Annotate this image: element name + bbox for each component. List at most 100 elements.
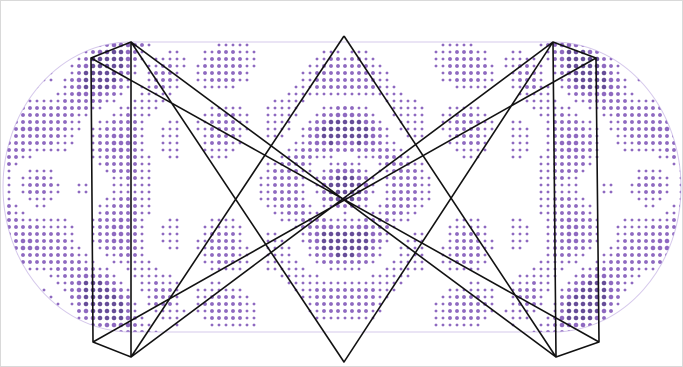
- pattern-dot: [616, 274, 620, 278]
- pattern-dot: [112, 246, 116, 250]
- pattern-dot: [36, 331, 39, 334]
- pattern-dot: [140, 43, 144, 47]
- pattern-dot: [421, 191, 424, 194]
- pattern-dot: [119, 78, 123, 82]
- pattern-dot: [624, 233, 627, 236]
- pattern-dot: [477, 226, 480, 229]
- pattern-dot: [133, 134, 137, 138]
- pattern-dot: [148, 156, 151, 159]
- pattern-dot: [665, 134, 669, 138]
- pattern-dot: [560, 120, 564, 124]
- pattern-dot: [350, 239, 355, 244]
- pattern-dot: [350, 120, 355, 125]
- pattern-dot: [483, 71, 487, 75]
- pattern-dot: [141, 226, 144, 229]
- pattern-dot: [64, 149, 67, 152]
- pattern-dot: [602, 288, 607, 293]
- pattern-dot: [631, 226, 634, 229]
- pattern-dot: [519, 240, 522, 243]
- pattern-dot: [379, 212, 382, 215]
- pattern-dot: [323, 317, 326, 320]
- pattern-dot: [644, 239, 648, 243]
- pattern-dot: [322, 288, 326, 292]
- pattern-dot: [50, 198, 53, 201]
- pattern-dot: [357, 309, 361, 313]
- pattern-dot: [568, 282, 571, 285]
- pattern-dot: [119, 309, 124, 314]
- pattern-dot: [84, 316, 88, 320]
- pattern-dot: [616, 99, 620, 103]
- pattern-dot: [357, 120, 362, 125]
- pattern-dot: [323, 156, 326, 159]
- pattern-dot: [679, 232, 683, 236]
- pattern-dot: [609, 288, 614, 293]
- pattern-dot: [28, 225, 32, 229]
- pattern-dot: [560, 246, 564, 250]
- pattern-dot: [126, 225, 130, 229]
- pattern-dot: [344, 93, 347, 96]
- pattern-dot: [316, 310, 319, 313]
- pattern-dot: [589, 212, 592, 215]
- pattern-dot: [351, 93, 354, 96]
- pattern-dot: [280, 176, 284, 180]
- pattern-dot: [393, 289, 396, 292]
- pattern-dot: [176, 282, 179, 285]
- pattern-dot: [644, 71, 648, 75]
- pattern-dot: [644, 50, 648, 54]
- pattern-dot: [491, 128, 494, 131]
- pattern-dot: [42, 260, 46, 264]
- pattern-dot: [609, 309, 613, 313]
- pattern-dot: [672, 218, 676, 222]
- pattern-dot: [77, 260, 81, 264]
- pattern-dot: [36, 37, 39, 40]
- pattern-dot: [105, 148, 109, 152]
- pattern-dot: [77, 71, 81, 75]
- pattern-dot: [567, 218, 572, 223]
- pattern-dot: [217, 134, 221, 138]
- pattern-dot: [22, 58, 25, 61]
- pattern-dot: [36, 289, 39, 292]
- pattern-dot: [133, 323, 137, 327]
- pattern-dot: [77, 78, 82, 83]
- pattern-dot: [449, 51, 452, 54]
- pattern-dot: [203, 71, 207, 75]
- pattern-dot: [126, 57, 131, 62]
- pattern-dot: [561, 79, 564, 82]
- pattern-dot: [442, 44, 445, 47]
- pattern-dot: [574, 309, 579, 314]
- pattern-dot: [225, 149, 228, 152]
- pattern-dot: [540, 303, 543, 306]
- pattern-dot: [575, 114, 578, 117]
- pattern-dot: [239, 233, 242, 236]
- pattern-dot: [301, 155, 305, 159]
- pattern-dot: [133, 155, 137, 159]
- pattern-dot: [455, 120, 459, 124]
- pattern-dot: [386, 86, 389, 89]
- pattern-dot: [15, 72, 18, 75]
- pattern-dot: [281, 275, 284, 278]
- pattern-dot: [176, 51, 179, 54]
- pattern-dot: [350, 288, 354, 292]
- pattern-dot: [567, 225, 572, 230]
- pattern-dot: [371, 288, 375, 292]
- pattern-dot: [364, 225, 369, 230]
- pattern-dot: [644, 323, 648, 327]
- pattern-dot: [22, 79, 25, 82]
- pattern-dot: [385, 218, 389, 222]
- pattern-dot: [672, 246, 676, 250]
- pattern-dot: [560, 218, 564, 222]
- pattern-dot: [455, 302, 459, 306]
- pattern-dot: [616, 288, 620, 292]
- pattern-dot: [400, 282, 403, 285]
- pattern-dot: [540, 156, 543, 159]
- pattern-dot: [232, 44, 235, 47]
- pattern-dot: [210, 316, 214, 320]
- pattern-dot: [273, 190, 277, 194]
- pattern-dot: [169, 135, 172, 138]
- pattern-dot: [547, 184, 550, 187]
- pattern-dot: [162, 240, 165, 243]
- pattern-dot: [407, 240, 410, 243]
- pattern-dot: [540, 79, 543, 82]
- pattern-dot: [623, 267, 627, 271]
- pattern-dot: [301, 162, 305, 166]
